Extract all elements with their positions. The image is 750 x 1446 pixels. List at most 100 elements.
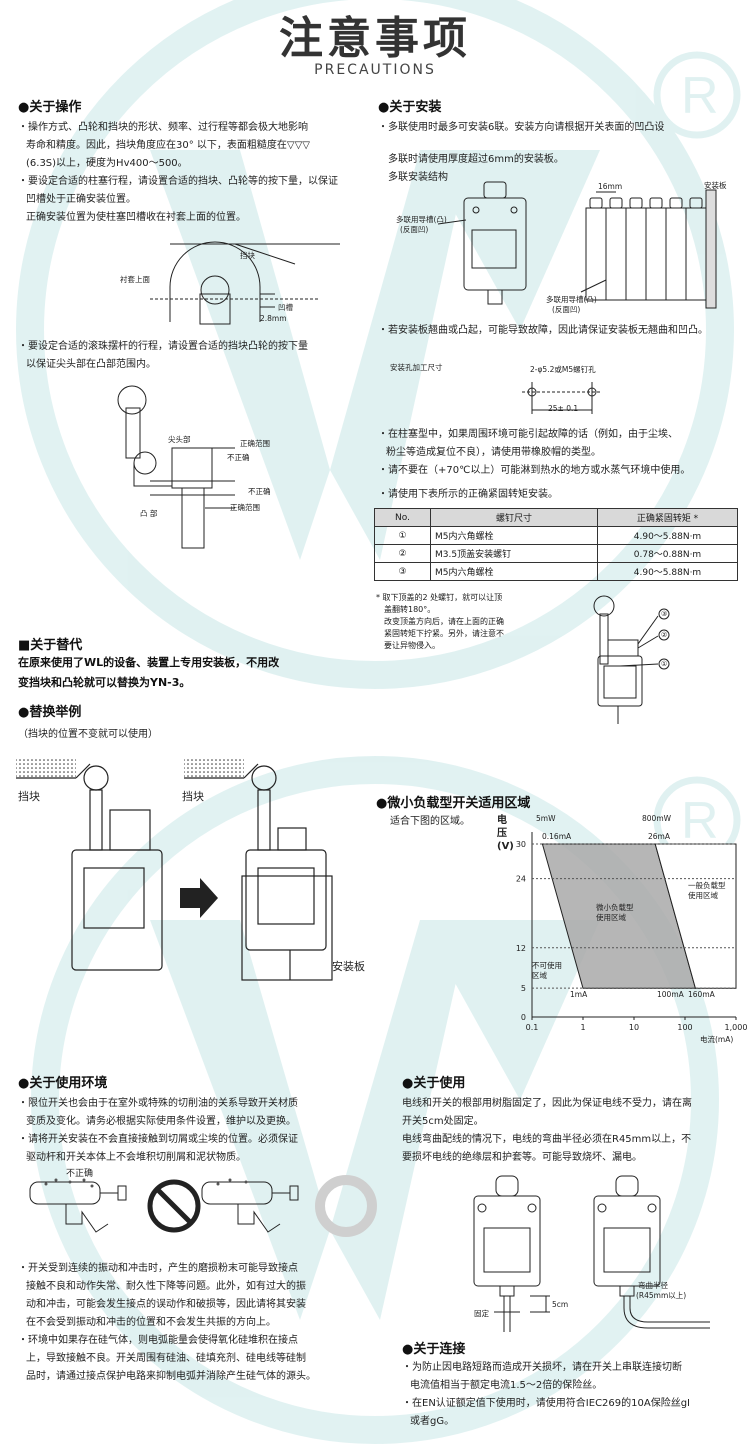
replacement-heading: ■关于替代 <box>18 638 83 653</box>
d-guide1b-label: (反面凹) <box>400 225 429 234</box>
replacement-example-heading: ●替换举例 <box>18 705 82 720</box>
chart-na-label: 不可使用 <box>532 961 562 970</box>
environment-diagram: 不正确 <box>26 1162 386 1252</box>
torque-table: No. 螺钉尺寸 正确紧固转矩 * ① M5内六角螺栓 4.90～5.88N·m… <box>374 508 738 581</box>
callout-2: ② <box>661 631 668 639</box>
repl-text-2: 变挡块和凸轮就可以替换为YN-3。 <box>18 676 191 689</box>
env-bullet-3b: 接触不良和动作失常、耐久性下降等问题。此外，如有过大的振 <box>26 1281 306 1292</box>
connection-section: ●关于连接 ・为防止因电路短路而造成开关损坏，请在开关上串联连接切断 电流值相当… <box>402 1338 744 1431</box>
chart-x-tick-label: 1,000 <box>725 1023 748 1032</box>
table-row: ③ M5内六角螺栓 4.90～5.88N·m <box>374 562 738 581</box>
env-bullet-3a: ・开关受到连续的振动和冲击时，产生的磨损粉末可能导致接点 <box>18 1263 298 1274</box>
connection-heading: ●关于连接 <box>402 1342 466 1357</box>
conn-text-2: 电流值相当于额定电流1.5～2倍的保险丝。 <box>410 1380 603 1391</box>
d1-block-label: 挡块 <box>240 251 255 260</box>
op-bullet-2b: 凹槽处于正确安装位置。 <box>26 194 136 205</box>
chart-y-tick-label: 12 <box>516 944 526 953</box>
d1-bush-label: 衬套上面 <box>120 275 150 284</box>
chart-label-100ma: 100mA <box>657 990 684 999</box>
torque-note-1: * 取下顶盖的2 处螺钉，就可以让顶 <box>376 593 503 602</box>
chart-label-160ma: 160mA <box>688 990 715 999</box>
d2-cam-label: 凸 部 <box>140 509 158 518</box>
d-plate-label: 安装板 <box>704 181 727 190</box>
env-bullet-4c: 品时，请通过接点保护电路来抑制电弧并消除产生硅气体的源头。 <box>26 1371 316 1382</box>
env-bullet-4b: 上，导致接触不良。开关周围有硅油、硅填充剂、硅电线等硅制 <box>26 1353 306 1364</box>
table-cell: 4.90～5.88N·m <box>597 562 738 581</box>
table-cell: 0.78～0.88N·m <box>597 544 738 563</box>
replacement-diagram: 挡块 挡块 安装板 <box>14 758 376 988</box>
wrong-label: 不正确 <box>66 1169 94 1179</box>
d-guide2b-label: (反面凹) <box>552 305 581 314</box>
svg-text:R: R <box>681 67 719 125</box>
d2-tip-label: 尖头部 <box>168 435 191 444</box>
chart-label-1ma: 1mA <box>570 990 588 999</box>
conn-text-1: ・为防止因电路短路而造成开关损坏，请在开关上串联连接切断 <box>402 1362 682 1373</box>
table-cell: ① <box>374 526 431 545</box>
micro-load-heading: ●微小负载型开关适用区域 <box>376 796 531 811</box>
op-bullet-2c: 正确安装位置为使柱塞凹槽收在衬套上面的位置。 <box>26 212 246 223</box>
chart-y-tick-label: 24 <box>516 875 526 884</box>
use-text-4: 要损坏电线的绝缘层和护套等。可能导致烧坏、漏电。 <box>402 1152 642 1163</box>
installation-section: ●关于安装 ・多联使用时最多可安装6联。安装方向请根据开关表面的凹凸设 多联时请… <box>378 96 743 187</box>
chart-label-016ma: 0.16mA <box>542 832 572 841</box>
5cm-label: 5cm <box>552 1300 569 1309</box>
table-cell: ③ <box>374 562 431 581</box>
multi-mount-drawing <box>437 181 717 309</box>
chart-x-tick-label: 100 <box>677 1023 692 1032</box>
multi-mount-diagram: 多联用导槽(凸) (反面凹) 16mm 安装板 多联用导槽(凸) (反面凹) <box>396 180 741 316</box>
mount-plate-label: 安装板 <box>332 960 365 973</box>
d1-dim-label: 2.8mm <box>260 314 287 323</box>
inst-bullet-1c: 多联安装结构 <box>388 172 448 183</box>
roller-lever-drawing <box>117 385 235 549</box>
usage-section: ●关于使用 电线和开关的根部用树脂固定了，因此为保证电线不受力，请在离 开关5c… <box>402 1072 744 1167</box>
use-text-1: 电线和开关的根部用树脂固定了，因此为保证电线不受力，请在离 <box>402 1098 692 1109</box>
chart-y-tick-label: 30 <box>516 840 526 849</box>
switch-callout-diagram: ③ ② ① <box>580 592 700 732</box>
op-bullet-3a: ・要设定合适的滚珠摆杆的行程，请设置合适的挡块凸轮的按下量 <box>18 341 308 352</box>
roller-lever-diagram: 尖头部 正确范围 不正确 不正确 正确范围 凸 部 <box>110 378 370 558</box>
table-cell: ② <box>374 544 431 563</box>
chart-zone-label: 微小负载型 <box>596 903 634 912</box>
micro-load-section: ●微小负载型开关适用区域 适合下图的区域。 <box>376 792 741 831</box>
torque-note-2: 盖翻转180°。 <box>384 605 436 614</box>
env-bullet-3c: 动和冲击，可能会发生接点的误动作和破损等，因此请将其安装 <box>26 1299 306 1310</box>
repl-text-1: 在原来使用了WL的设备、装置上专用安装板，不用改 <box>18 656 280 669</box>
torque-note-5: 要让异物侵入。 <box>384 641 440 650</box>
replacement-section: ■关于替代 在原来使用了WL的设备、装置上专用安装板，不用改 变挡块和凸轮就可以… <box>18 634 378 744</box>
environment-section: ●关于使用环境 ・限位开关也会由于在室外或特殊的切削油的关系导致开关材质 变质及… <box>18 1072 368 1167</box>
chart-label-26ma: 26mA <box>648 832 670 841</box>
chart-na-label-2: 区域 <box>532 971 547 980</box>
svg-text:R: R <box>681 792 719 850</box>
torque-note-3: 改变顶盖方向后，请在上面的正确 <box>384 617 504 626</box>
env-bullet-4a: ・环境中如果存在硅气体，则电弧能量会使得氧化硅堆积在接点 <box>18 1335 298 1346</box>
radius-label-1: 弯曲半径 <box>638 1281 668 1290</box>
page-title: 注意事项 <box>279 13 471 64</box>
chart-general-label: 一般负载型 <box>688 881 726 890</box>
plunger-groove-drawing <box>150 241 340 325</box>
environment-heading: ●关于使用环境 <box>18 1076 108 1091</box>
page-subtitle: PRECAUTIONS <box>314 62 436 78</box>
usage-heading: ●关于使用 <box>402 1076 466 1091</box>
hole-title: 安装孔加工尺寸 <box>390 363 443 372</box>
env-bullet-3d: 在不会受到振动和冲击的位置和不会发生共振的方向上。 <box>26 1317 276 1328</box>
replacement-example-note: （挡块的位置不变就可以使用） <box>18 729 158 740</box>
fix-label: 固定 <box>474 1309 489 1318</box>
conn-text-3: ・在EN认证额定值下使用时，请使用符合IEC269的10A保险丝gI <box>402 1398 690 1409</box>
chart-y-tick-label: 0 <box>521 1013 526 1022</box>
conn-text-4: 或者gG。 <box>410 1416 455 1427</box>
table-header-row: No. 螺钉尺寸 正确紧固转矩 * <box>374 508 738 527</box>
chart-x-tick-label: 1 <box>580 1023 585 1032</box>
callout-1: ① <box>661 660 668 668</box>
op-bullet-1b: 寿命和精度。因此，挡块角度应在30° 以下，表面粗糙度在▽▽▽ <box>26 140 310 151</box>
switch-callout-drawing <box>593 595 670 724</box>
inst-bullet-3b: 粉尘等造成复位不良），请使用带橡胶帽的类型。 <box>386 447 601 458</box>
env-bullets-3-4: ・开关受到连续的振动和冲击时，产生的磨损粉末可能导致接点 接触不良和动作失常、耐… <box>18 1260 368 1386</box>
op-bullet-3b: 以保证尖头部在凸部范围内。 <box>26 359 156 370</box>
hole-screw-label: 2-φ5.2或M5螺钉孔 <box>530 365 596 374</box>
chart-label-800mw: 800mW <box>642 814 672 823</box>
chart-y-tick-label: 5 <box>521 984 526 993</box>
torque-note-4: 紧固转矩下拧紧。另外，请注意不 <box>384 629 504 638</box>
